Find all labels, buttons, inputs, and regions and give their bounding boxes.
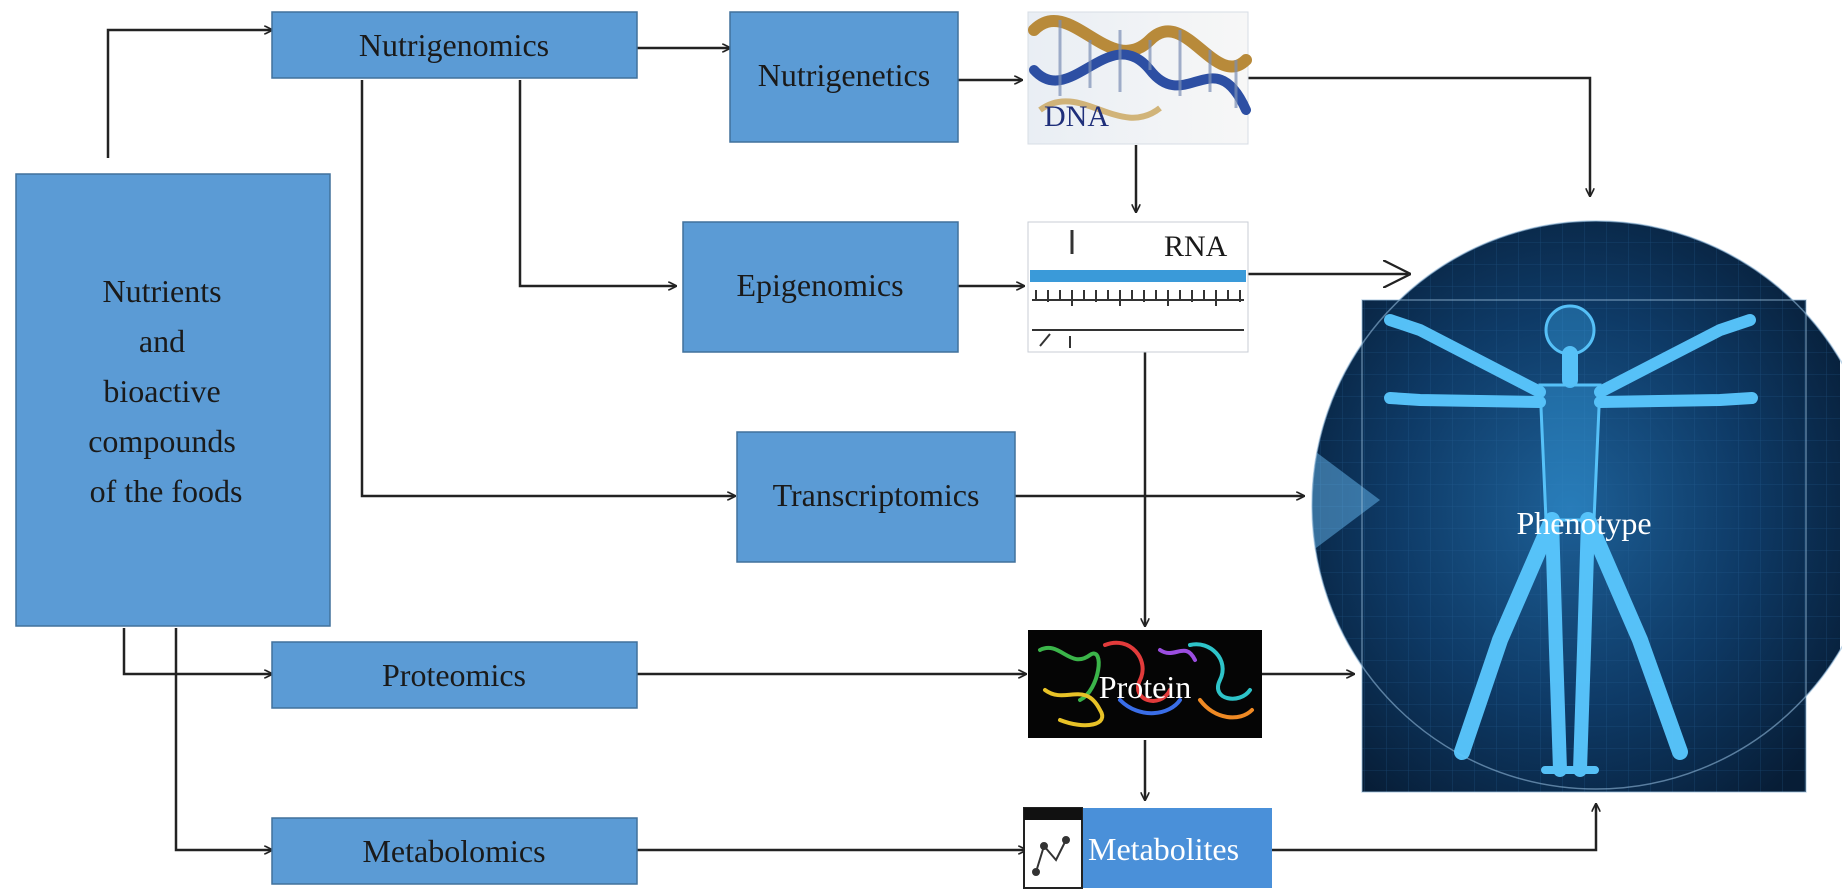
protein-image: Protein [1028, 630, 1262, 738]
dna-helix-icon [1028, 15, 1252, 121]
metabolomics-box: Metabolomics [271, 817, 638, 885]
phenotype-image: Phenotype [1311, 220, 1842, 793]
human-figure-icon [1384, 304, 1758, 777]
nutrigenetics-label: Nutrigenetics [758, 57, 930, 93]
rna-image: RNA [1027, 221, 1249, 353]
dna-image: DNA [1027, 11, 1252, 145]
arrow-nutrigenomics-to-transcriptomics [360, 80, 735, 496]
phenotype-label: Phenotype [1516, 505, 1651, 541]
metabolites-image: Metabolites [1023, 807, 1272, 889]
epigenomics-box: Epigenomics [682, 221, 959, 353]
transcriptomics-box: Transcriptomics [736, 431, 1016, 563]
proteomics-box: Proteomics [271, 641, 638, 709]
dna-label: DNA [1044, 100, 1109, 133]
arrow-metabolites-to-phenotype [1272, 804, 1596, 852]
epigenomics-label: Epigenomics [736, 267, 903, 303]
metabolites-label: Metabolites [1088, 831, 1239, 867]
source-line-5: of the foods [90, 473, 243, 509]
connectors [106, 30, 1596, 852]
svg-text:Nutrients and bioa: Nutrients and bioactive compounds of the… [88, 273, 244, 509]
arrow-source-to-proteomics [122, 628, 272, 674]
source-line-2: and [139, 323, 185, 359]
arrow-source-to-nutrigenomics [106, 30, 272, 158]
proteomics-label: Proteomics [382, 657, 526, 693]
protein-label: Protein [1099, 669, 1191, 705]
arrow-dna-to-phenotype [1248, 76, 1590, 196]
arrow-source-to-metabolomics [174, 628, 272, 850]
nutrigenomics-label: Nutrigenomics [359, 27, 549, 63]
nutrigenomics-box: Nutrigenomics [271, 11, 638, 79]
rna-label: RNA [1164, 230, 1228, 263]
source-box: Nutrients and bioactive compounds of the… [15, 173, 331, 627]
metabolite-molecule-icon [1032, 836, 1070, 876]
source-line-1: Nutrients [102, 273, 221, 309]
source-line-3: bioactive [103, 373, 220, 409]
rna-strand-icon [1030, 270, 1246, 282]
protein-structure-icon [1038, 640, 1254, 728]
arrow-nutrigenomics-to-epigenomics [518, 80, 676, 286]
metabolomics-label: Metabolomics [362, 833, 545, 869]
transcriptomics-label: Transcriptomics [773, 477, 980, 513]
rna-ruler-icon [1032, 290, 1244, 348]
nutrigenetics-box: Nutrigenetics [729, 11, 959, 143]
source-line-4: compounds [88, 423, 236, 459]
